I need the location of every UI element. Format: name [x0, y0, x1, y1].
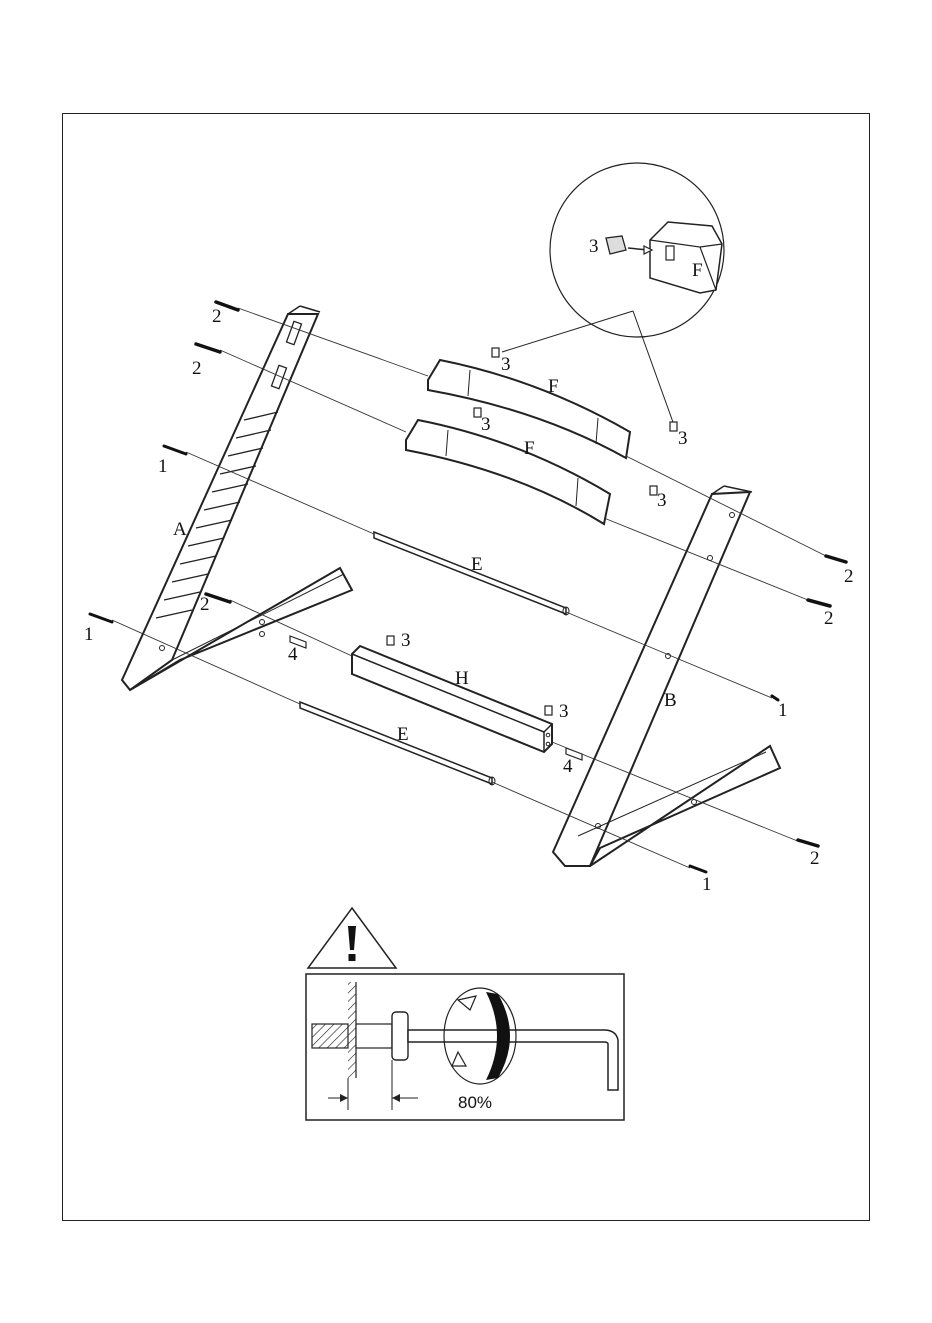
- label-beam-h: H: [455, 668, 469, 689]
- wall-hatch: [348, 982, 356, 1078]
- label-screw-2-e: 2: [824, 608, 834, 629]
- label-nut-3-e: 3: [401, 630, 411, 651]
- label-screw-1-a: 1: [158, 456, 168, 477]
- label-part-f-upper: F: [548, 376, 559, 397]
- detail-nut-label: 3: [589, 236, 599, 257]
- label-screw-2-a: 2: [212, 306, 222, 327]
- label-part-f-lower: F: [524, 438, 535, 459]
- label-part-b: B: [664, 690, 677, 711]
- label-nut-3-c: 3: [678, 428, 688, 449]
- label-nut-3-d: 3: [657, 490, 667, 511]
- label-part-a: A: [173, 519, 187, 540]
- label-nut-3-a: 3: [501, 354, 511, 375]
- torque-instruction-box: 80%: [306, 974, 624, 1120]
- label-dowel-4-right: 4: [563, 756, 573, 777]
- label-nut-3-b: 3: [481, 414, 491, 435]
- label-screw-2-c: 2: [200, 594, 210, 615]
- label-dowel-4-left: 4: [288, 644, 298, 665]
- bolt-head: [392, 1012, 408, 1060]
- label-rod-e-upper: E: [471, 554, 483, 575]
- side-frame-a: A: [122, 306, 352, 690]
- detail-part-f: [650, 222, 722, 293]
- detail-nut: [606, 236, 626, 254]
- warning-triangle-icon: [308, 908, 396, 968]
- label-nut-3-f: 3: [559, 701, 569, 722]
- label-screw-1-b: 1: [84, 624, 94, 645]
- label-screw-2-d: 2: [844, 566, 854, 587]
- label-rod-e-lower: E: [397, 724, 409, 745]
- bolt-thread: [312, 1024, 348, 1048]
- detail-inset: 3 F: [502, 163, 724, 425]
- rod-e-upper: E: [374, 532, 569, 615]
- label-screw-1-d: 1: [702, 874, 712, 895]
- label-screw-2-b: 2: [192, 358, 202, 379]
- torque-percent: 80%: [458, 1093, 492, 1112]
- label-screw-1-c: 1: [778, 700, 788, 721]
- label-screw-2-f: 2: [810, 848, 820, 869]
- detail-part-label: F: [692, 260, 703, 281]
